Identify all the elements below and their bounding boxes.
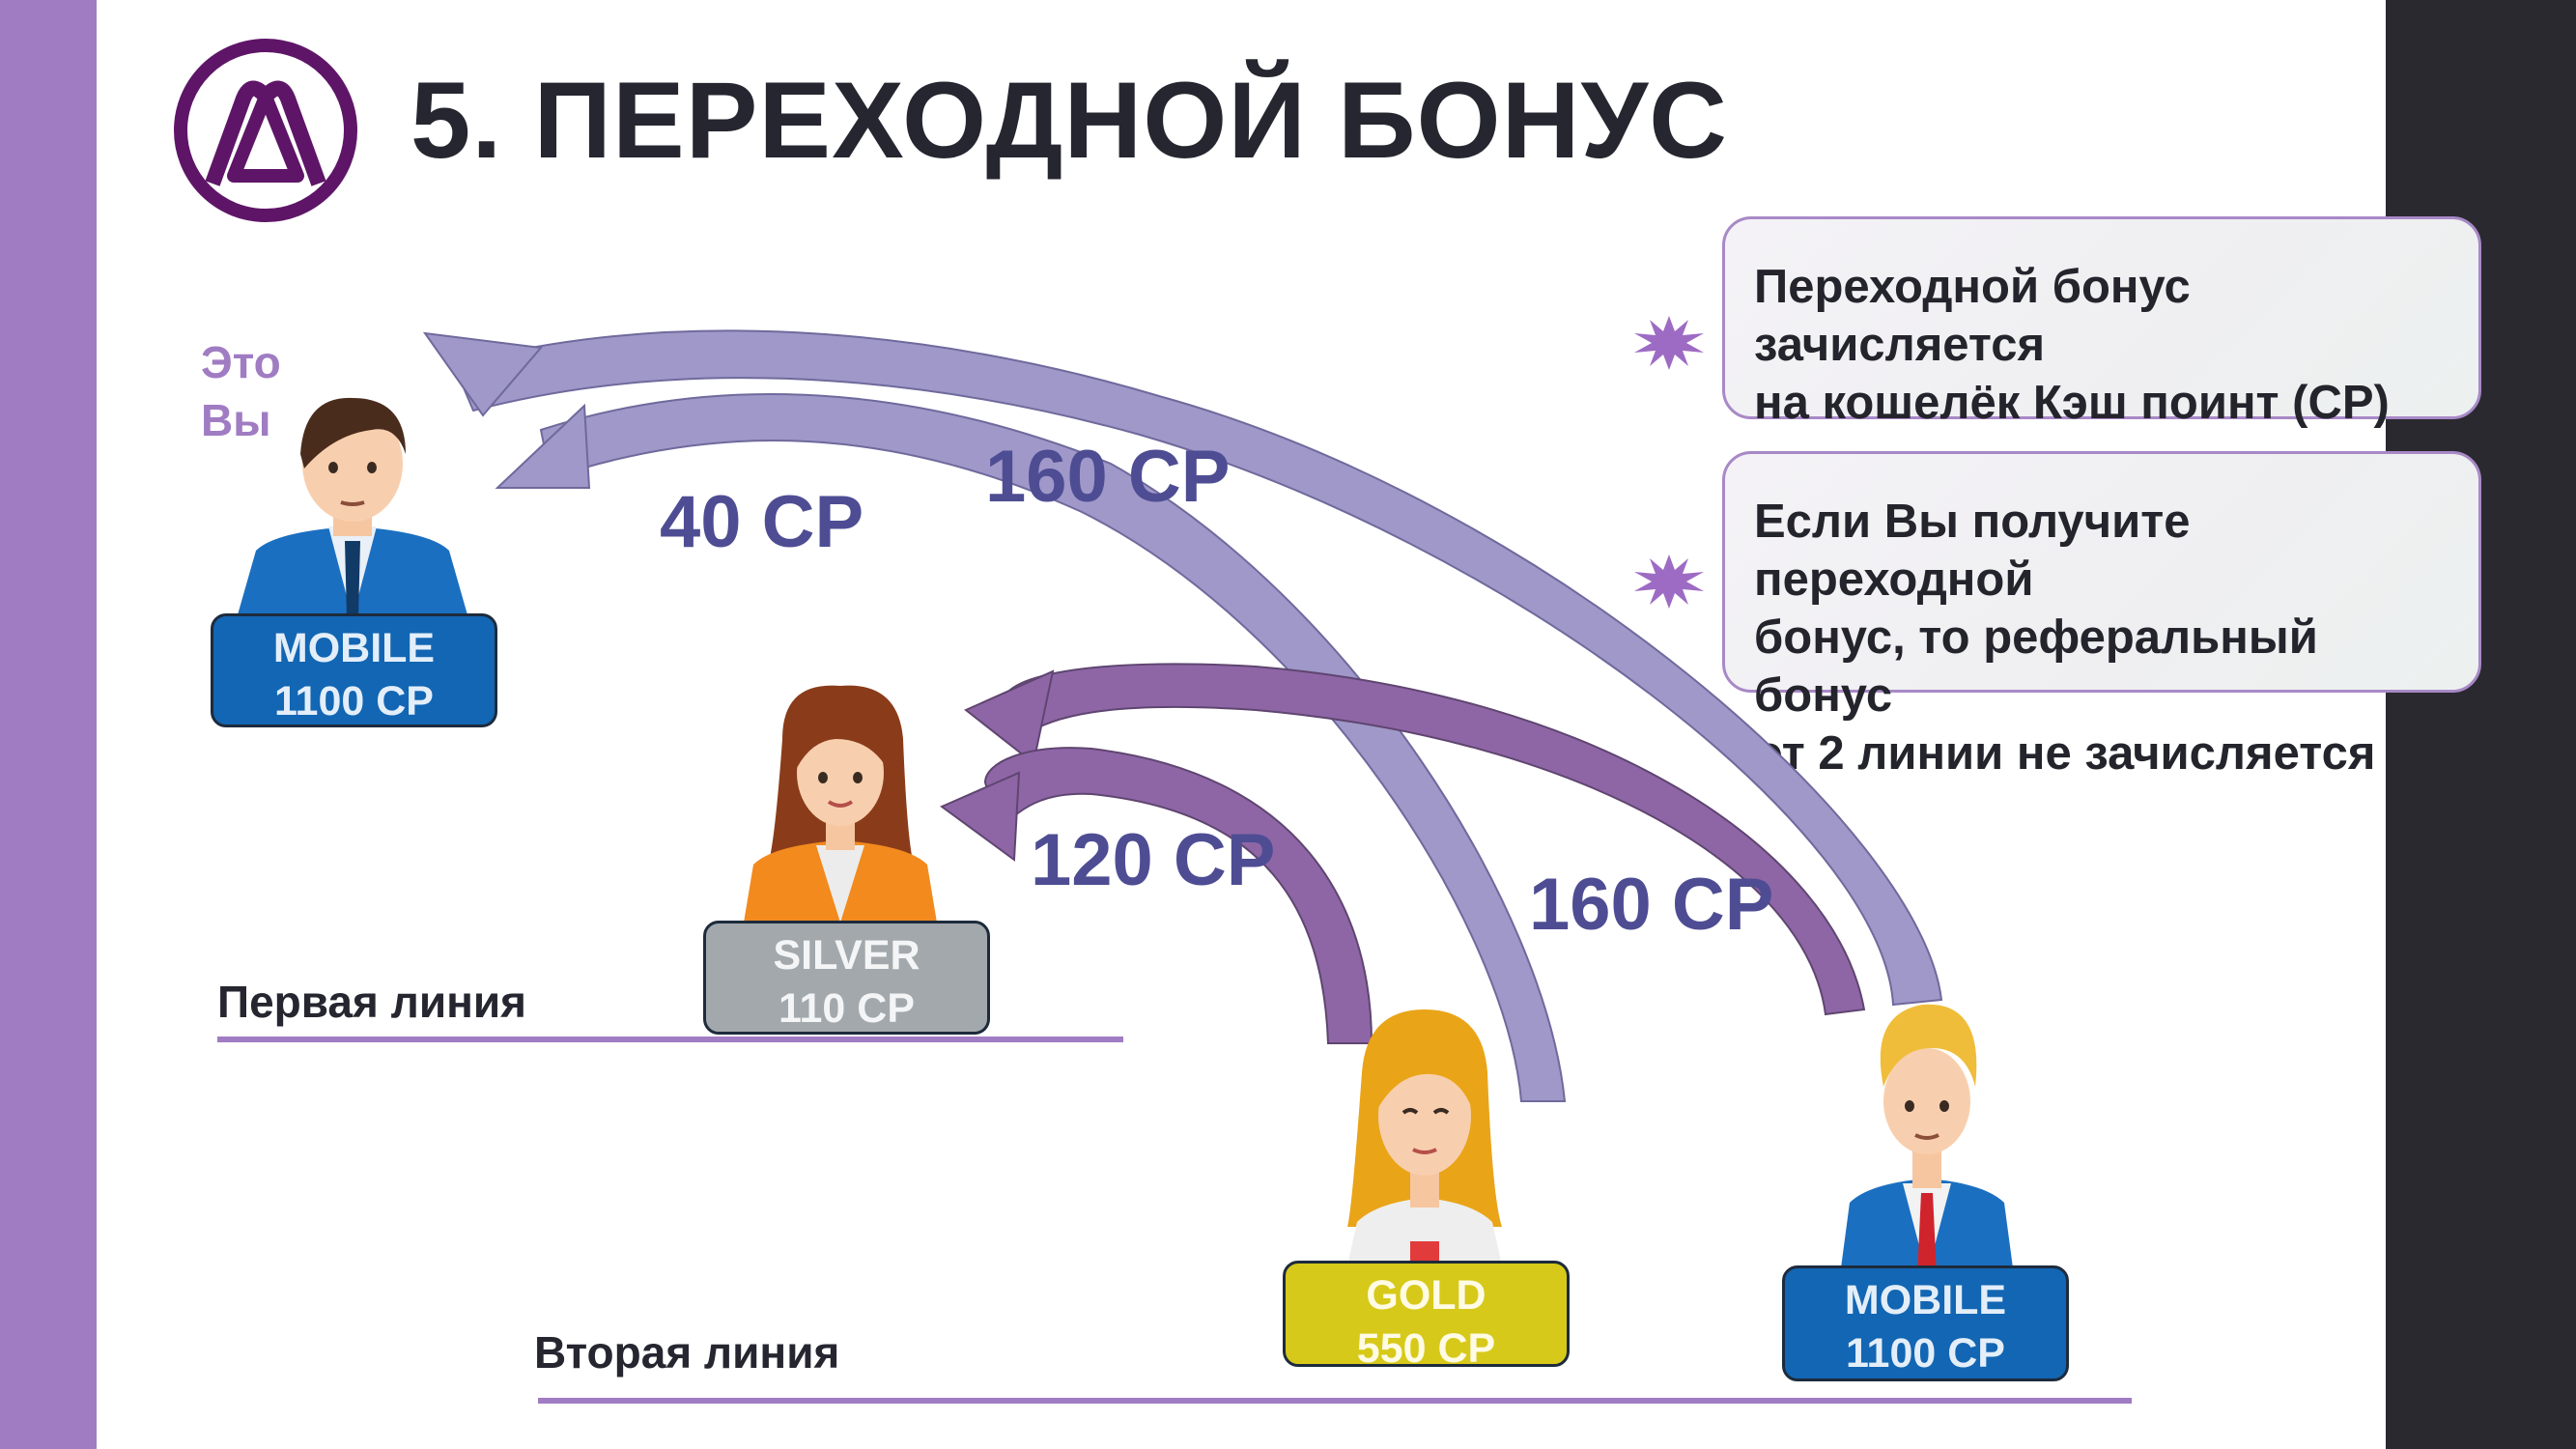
status-badge: SILVER 110 CP: [703, 921, 990, 1035]
info-note-wallet: Переходной бонус зачисляется на кошелёк …: [1722, 216, 2481, 429]
page-title: 5. ПЕРЕХОДНОЙ БОНУС: [410, 60, 1729, 181]
second-line-rule: [538, 1398, 2132, 1404]
burst-star-icon: [1634, 316, 1704, 370]
amount-label: 160 CP: [985, 436, 1231, 518]
person-gold-icon: [1347, 1009, 1502, 1265]
info-note-referral: Если Вы получите переходной бонус, то ре…: [1722, 451, 2481, 780]
status-badge: GOLD 550 CP: [1283, 1261, 1570, 1372]
first-line-label: Первая линия: [217, 977, 527, 1027]
left-accent-band: [0, 0, 97, 1449]
burst-star-icon: [1634, 554, 1704, 609]
person-you-icon: [237, 397, 468, 618]
person-silver-icon: [744, 685, 937, 923]
status-badge: MOBILE 1100 CP: [1782, 1265, 2069, 1381]
amount-label: 160 CP: [1529, 864, 1774, 946]
arrow-gold-to-silver: [983, 747, 1373, 1044]
first-line-rule: [217, 1037, 1123, 1042]
amount-label: 120 CP: [1031, 819, 1276, 901]
status-badge: MOBILE 1100 CP: [211, 613, 497, 727]
second-line-label: Вторая линия: [534, 1327, 840, 1378]
amount-label: 40 CP: [660, 481, 864, 563]
brand-logo-icon: [174, 39, 357, 222]
person-mobile-icon: [1840, 1004, 2014, 1275]
you-label: Это Вы: [201, 337, 281, 445]
